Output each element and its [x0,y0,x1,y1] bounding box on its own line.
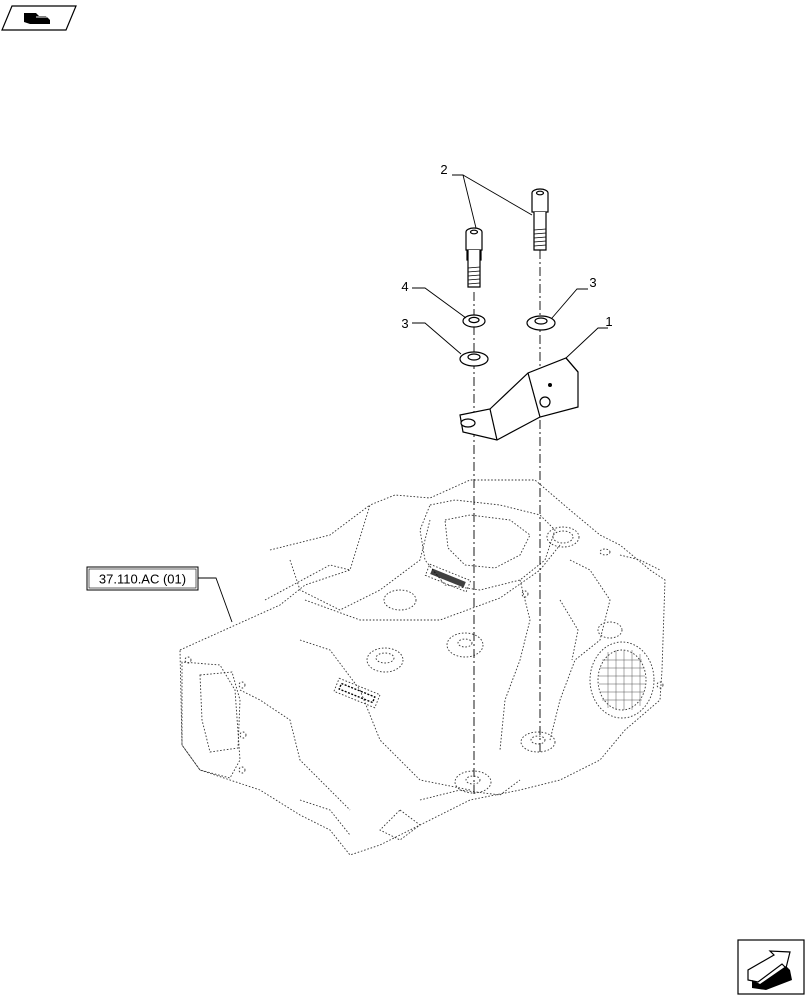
next-page-arrow-icon[interactable] [737,939,805,995]
spacer-part [462,314,486,328]
housing-ghost-outline [179,479,666,856]
reference-label: 37.110.AC (01) [99,572,186,587]
callout-spacer: 4 [401,279,408,294]
screw-right [531,188,549,251]
callout-screws: 2 [440,162,447,177]
washer-right [526,315,556,331]
center-lines [473,250,541,795]
leader-lines [198,174,608,623]
screw-left [465,227,483,288]
callout-bracket: 1 [605,314,612,329]
reference-link[interactable]: 37.110.AC (01) [86,566,199,591]
parts-view-icon[interactable] [1,5,77,31]
bracket-part [459,357,579,441]
callout-washer-left: 3 [401,316,408,331]
callout-washer-right: 3 [589,275,596,290]
washer-left [459,351,489,367]
